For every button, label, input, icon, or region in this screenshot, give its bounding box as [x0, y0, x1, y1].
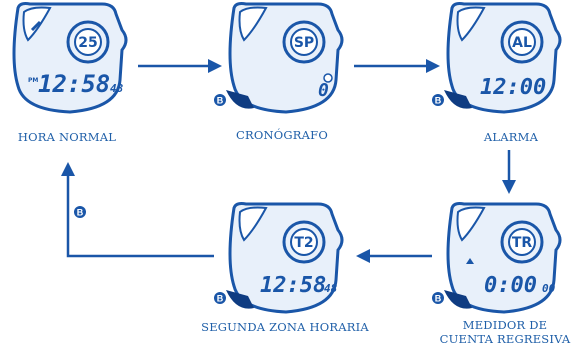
arrow-cuenta-to-segunda: [356, 249, 432, 263]
label-cuenta-regresiva: MEDIDOR DE CUENTA REGRESIVA: [438, 318, 572, 346]
arrow-crono-to-alarma: [354, 59, 440, 73]
watch-alarma: AL 12:00: [444, 2, 562, 114]
dial-text: SP: [294, 35, 314, 51]
lcd-seconds: 48: [324, 282, 338, 295]
dial-text: AL: [512, 35, 532, 51]
watch-segunda-zona: T2 12:58 48: [226, 202, 344, 314]
label-segunda-zona: SEGUNDA ZONA HORARIA: [201, 320, 369, 334]
lcd-time: 0:00: [484, 273, 537, 298]
b-button-badge-return: B: [74, 206, 86, 218]
label-alarma: ALARMA: [483, 130, 539, 144]
b-letter: B: [217, 294, 224, 304]
label-line-1: MEDIDOR DE: [462, 318, 548, 332]
lcd-time: 12:58: [38, 70, 110, 98]
lcd-time: 12:00: [480, 75, 546, 100]
b-letter: B: [217, 96, 224, 106]
b-button-badge-alarma: B: [432, 94, 444, 106]
b-letter: B: [77, 208, 84, 218]
lcd-time: 0: [318, 80, 329, 101]
watch-cuenta-regresiva: TR 0:00 00: [444, 202, 562, 314]
b-button-badge-cronografo: B: [214, 94, 226, 106]
arrow-alarma-to-cuenta: [502, 150, 516, 194]
dial-text: T2: [294, 235, 313, 251]
b-button-badge-segunda: B: [214, 292, 226, 304]
b-letter: B: [435, 294, 442, 304]
b-button-badge-cuenta: B: [432, 292, 444, 304]
b-letter: B: [435, 96, 442, 106]
lcd-seconds: 00: [542, 282, 556, 295]
label-hora-normal: HORA NORMAL: [17, 130, 117, 144]
watch-hora-normal: 25 PM 12:58 48: [12, 2, 128, 114]
watch-cronografo: SP 0: [226, 2, 344, 114]
arrow-hora-to-crono: [138, 59, 222, 73]
label-line-2: CUENTA REGRESIVA: [439, 332, 571, 346]
lcd-time: 12:58: [260, 273, 326, 298]
label-cronografo: CRONÓGRAFO: [236, 128, 328, 142]
lcd-seconds: 48: [110, 82, 124, 95]
arrow-segunda-to-hora: [61, 162, 214, 258]
dial-text: TR: [512, 235, 533, 251]
pm-indicator: PM: [28, 77, 38, 84]
dial-text: 25: [78, 35, 97, 51]
